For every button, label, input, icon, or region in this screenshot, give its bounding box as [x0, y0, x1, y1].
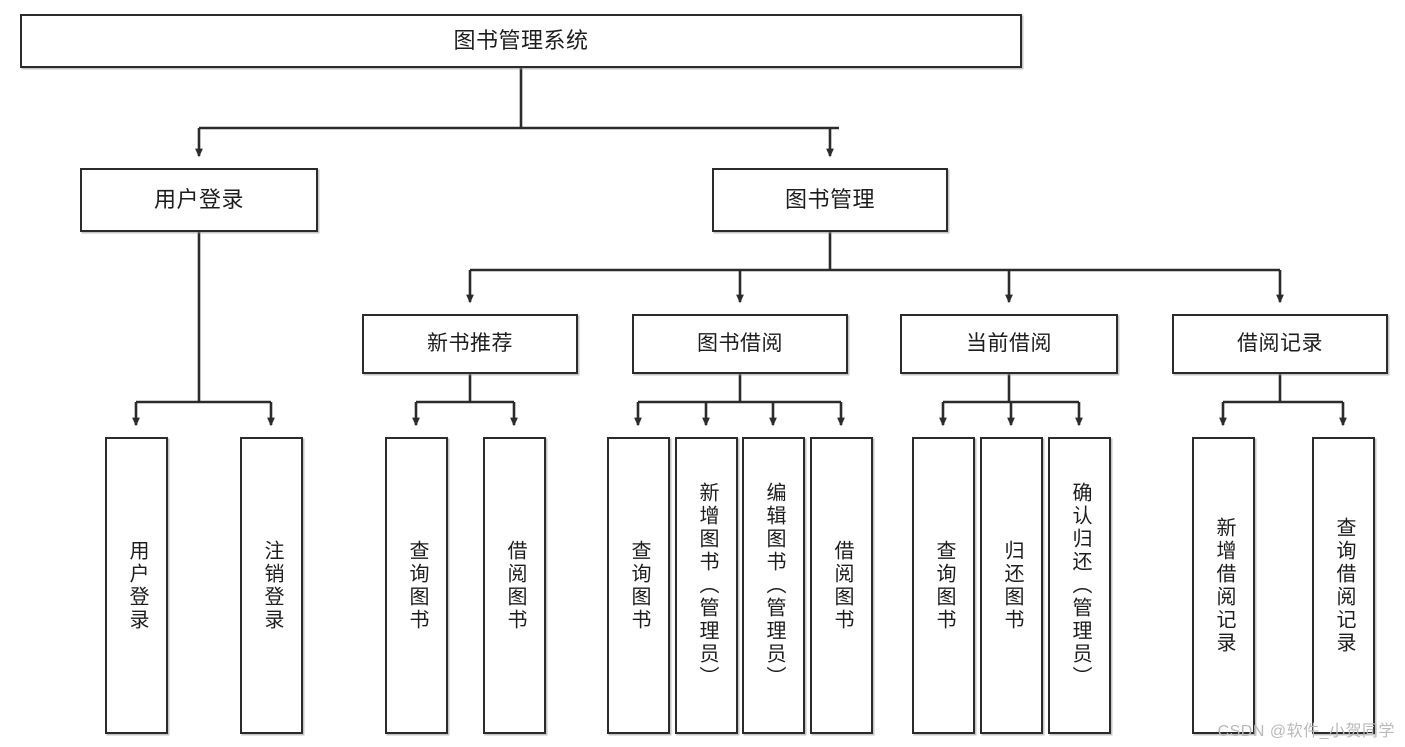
leaf-edit-book-admin-label: 编辑图书（管理员） — [763, 482, 785, 689]
node-current-borrow-label: 当前借阅 — [966, 331, 1052, 355]
node-new-book-recommend[interactable]: 新书推荐 — [362, 314, 578, 374]
leaf-borrow-book-recommend[interactable]: 借阅图书 — [483, 437, 546, 734]
node-user-login-label: 用户登录 — [153, 187, 244, 213]
leaf-add-borrow-record[interactable]: 新增借阅记录 — [1192, 437, 1255, 734]
leaf-query-book-current-label: 查询图书 — [933, 539, 955, 632]
node-root[interactable]: 图书管理系统 — [20, 14, 1022, 68]
leaf-logout-label: 注销登录 — [261, 539, 283, 632]
node-borrow-record-label: 借阅记录 — [1237, 331, 1323, 355]
leaf-add-book-admin-label: 新增图书（管理员） — [696, 482, 718, 689]
node-book-borrow-label: 图书借阅 — [697, 331, 783, 355]
leaf-user-login-label: 用户登录 — [126, 539, 148, 632]
leaf-confirm-return-admin-label: 确认归还（管理员） — [1069, 482, 1091, 689]
leaf-logout[interactable]: 注销登录 — [240, 437, 303, 734]
leaf-query-book-recommend-label: 查询图书 — [406, 539, 428, 632]
leaf-query-book-recommend[interactable]: 查询图书 — [385, 437, 448, 734]
node-book-management-label: 图书管理 — [784, 187, 875, 213]
leaf-borrow-book-recommend-label: 借阅图书 — [504, 539, 526, 632]
leaf-query-book-current[interactable]: 查询图书 — [912, 437, 975, 734]
watermark-text: CSDN @软件_小贺同学 — [1217, 723, 1395, 740]
leaf-borrow-book-label: 借阅图书 — [831, 539, 853, 632]
leaf-confirm-return-admin[interactable]: 确认归还（管理员） — [1048, 437, 1111, 734]
leaf-query-borrow-record[interactable]: 查询借阅记录 — [1312, 437, 1375, 734]
node-user-login[interactable]: 用户登录 — [80, 168, 318, 232]
node-current-borrow[interactable]: 当前借阅 — [900, 314, 1118, 374]
leaf-return-book[interactable]: 归还图书 — [980, 437, 1043, 734]
leaf-edit-book-admin[interactable]: 编辑图书（管理员） — [742, 437, 805, 734]
node-root-label: 图书管理系统 — [453, 28, 589, 54]
node-new-book-recommend-label: 新书推荐 — [427, 331, 513, 355]
node-book-borrow[interactable]: 图书借阅 — [632, 314, 848, 374]
leaf-query-book-borrow-label: 查询图书 — [628, 539, 650, 632]
leaf-query-book-borrow[interactable]: 查询图书 — [607, 437, 670, 734]
leaf-borrow-book[interactable]: 借阅图书 — [810, 437, 873, 734]
leaf-return-book-label: 归还图书 — [1001, 539, 1023, 632]
node-borrow-record[interactable]: 借阅记录 — [1172, 314, 1388, 374]
leaf-add-borrow-record-label: 新增借阅记录 — [1213, 516, 1235, 655]
node-book-management[interactable]: 图书管理 — [712, 168, 948, 232]
leaf-query-borrow-record-label: 查询借阅记录 — [1333, 516, 1355, 655]
leaf-user-login[interactable]: 用户登录 — [105, 437, 168, 734]
leaf-add-book-admin[interactable]: 新增图书（管理员） — [675, 437, 738, 734]
